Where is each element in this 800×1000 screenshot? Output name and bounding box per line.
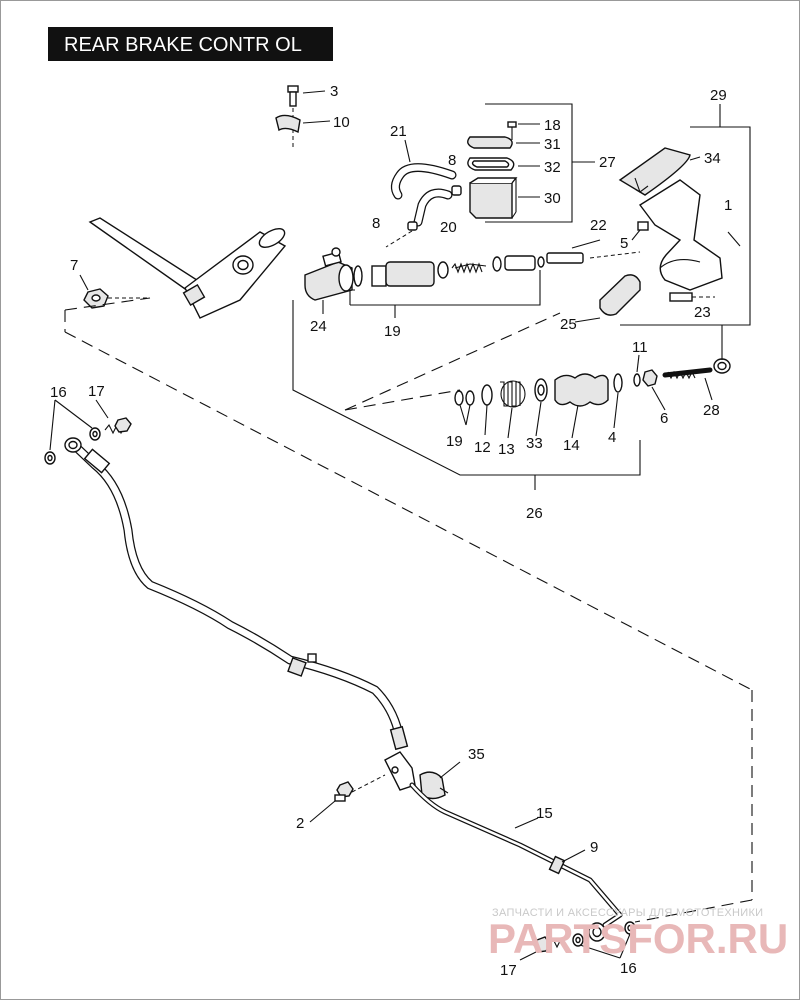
- callout-29: 29: [710, 87, 727, 104]
- hose-part-21: [390, 163, 457, 200]
- callout-7: 7: [70, 257, 78, 274]
- banjo-fitting-lower: [588, 922, 606, 942]
- callout-10: 10: [333, 114, 350, 131]
- callout-8-upper: 8: [448, 152, 456, 169]
- callout-13: 13: [498, 441, 515, 458]
- callout-16-upper: 16: [50, 384, 67, 401]
- clip-part-8-upper: [451, 185, 462, 196]
- callout-21: 21: [390, 123, 407, 140]
- callout-25: 25: [560, 316, 577, 333]
- callout-26: 26: [526, 505, 543, 522]
- callout-9: 9: [590, 839, 598, 856]
- callout-19-lower: 19: [446, 433, 463, 450]
- callout-31: 31: [544, 136, 561, 153]
- callout-6: 6: [660, 410, 668, 427]
- bolt-part-17-lower: [533, 936, 566, 953]
- clamp-part-9: [548, 855, 566, 875]
- washer-part-16-upper: [44, 427, 101, 465]
- callout-19-upper: 19: [384, 323, 401, 340]
- callout-27: 27: [599, 154, 616, 171]
- callout-2: 2: [296, 815, 304, 832]
- callout-3: 3: [330, 83, 338, 100]
- callout-17-upper: 17: [88, 383, 105, 400]
- callout-30: 30: [544, 190, 561, 207]
- callout-17-lower: 17: [500, 962, 517, 979]
- watermark: ЗАПЧАСТИ И АКСЕССУАРЫ ДЛЯ МОТОТЕХНИКИ PA…: [488, 907, 788, 962]
- switch-assembly-35: [384, 751, 449, 800]
- callout-5: 5: [620, 235, 628, 252]
- callout-33: 33: [526, 435, 543, 452]
- callout-8-lower: 8: [372, 215, 380, 232]
- callout-18: 18: [544, 117, 561, 134]
- pushrod-22: [537, 252, 584, 268]
- washer-part-16-lower: [572, 921, 636, 947]
- callout-28: 28: [703, 402, 720, 419]
- watermark-tagline: ЗАПЧАСТИ И АКСЕССУАРЫ ДЛЯ МОТОТЕХНИКИ: [492, 907, 763, 919]
- callout-35: 35: [468, 746, 485, 763]
- nut-part-7: [83, 288, 109, 309]
- bolt-part-17-upper: [104, 417, 132, 435]
- piston-assembly-19: [353, 255, 536, 287]
- frame-bracket: [88, 217, 287, 319]
- callout-labels: 3 10 21 18 31 27 8 32 30 8 20 22 29 34 1…: [50, 83, 732, 979]
- title-banner: REAR BRAKE CONTR OL: [48, 27, 333, 61]
- bolt-part-3: [287, 85, 299, 107]
- reservoir-group-27: [467, 103, 595, 223]
- callout-34: 34: [704, 150, 721, 167]
- pushrod-assembly-26: [292, 300, 731, 490]
- hose-part-20: [413, 188, 453, 227]
- clamp-part-10: [275, 114, 301, 134]
- clip-part-8-lower: [407, 221, 418, 231]
- master-cylinder-body-24: [304, 247, 354, 301]
- callout-23: 23: [694, 304, 711, 321]
- title-text: REAR BRAKE CONTR OL: [64, 34, 302, 56]
- callout-24: 24: [310, 318, 327, 335]
- screw-part-2: [334, 781, 354, 802]
- callout-20: 20: [440, 219, 457, 236]
- pedal-group-29: [599, 104, 751, 326]
- callout-32: 32: [544, 159, 561, 176]
- callout-1: 1: [724, 197, 732, 214]
- callout-11: 11: [632, 339, 648, 356]
- watermark-logo: PARTSFOR.RU: [488, 915, 788, 962]
- callout-12: 12: [474, 439, 491, 456]
- brake-line-15: [409, 782, 623, 928]
- callout-22: 22: [590, 217, 607, 234]
- callout-16-lower: 16: [620, 960, 637, 977]
- callout-14: 14: [563, 437, 580, 454]
- callout-4: 4: [608, 429, 616, 446]
- brake-line-upper: [64, 437, 409, 751]
- callout-15: 15: [536, 805, 553, 822]
